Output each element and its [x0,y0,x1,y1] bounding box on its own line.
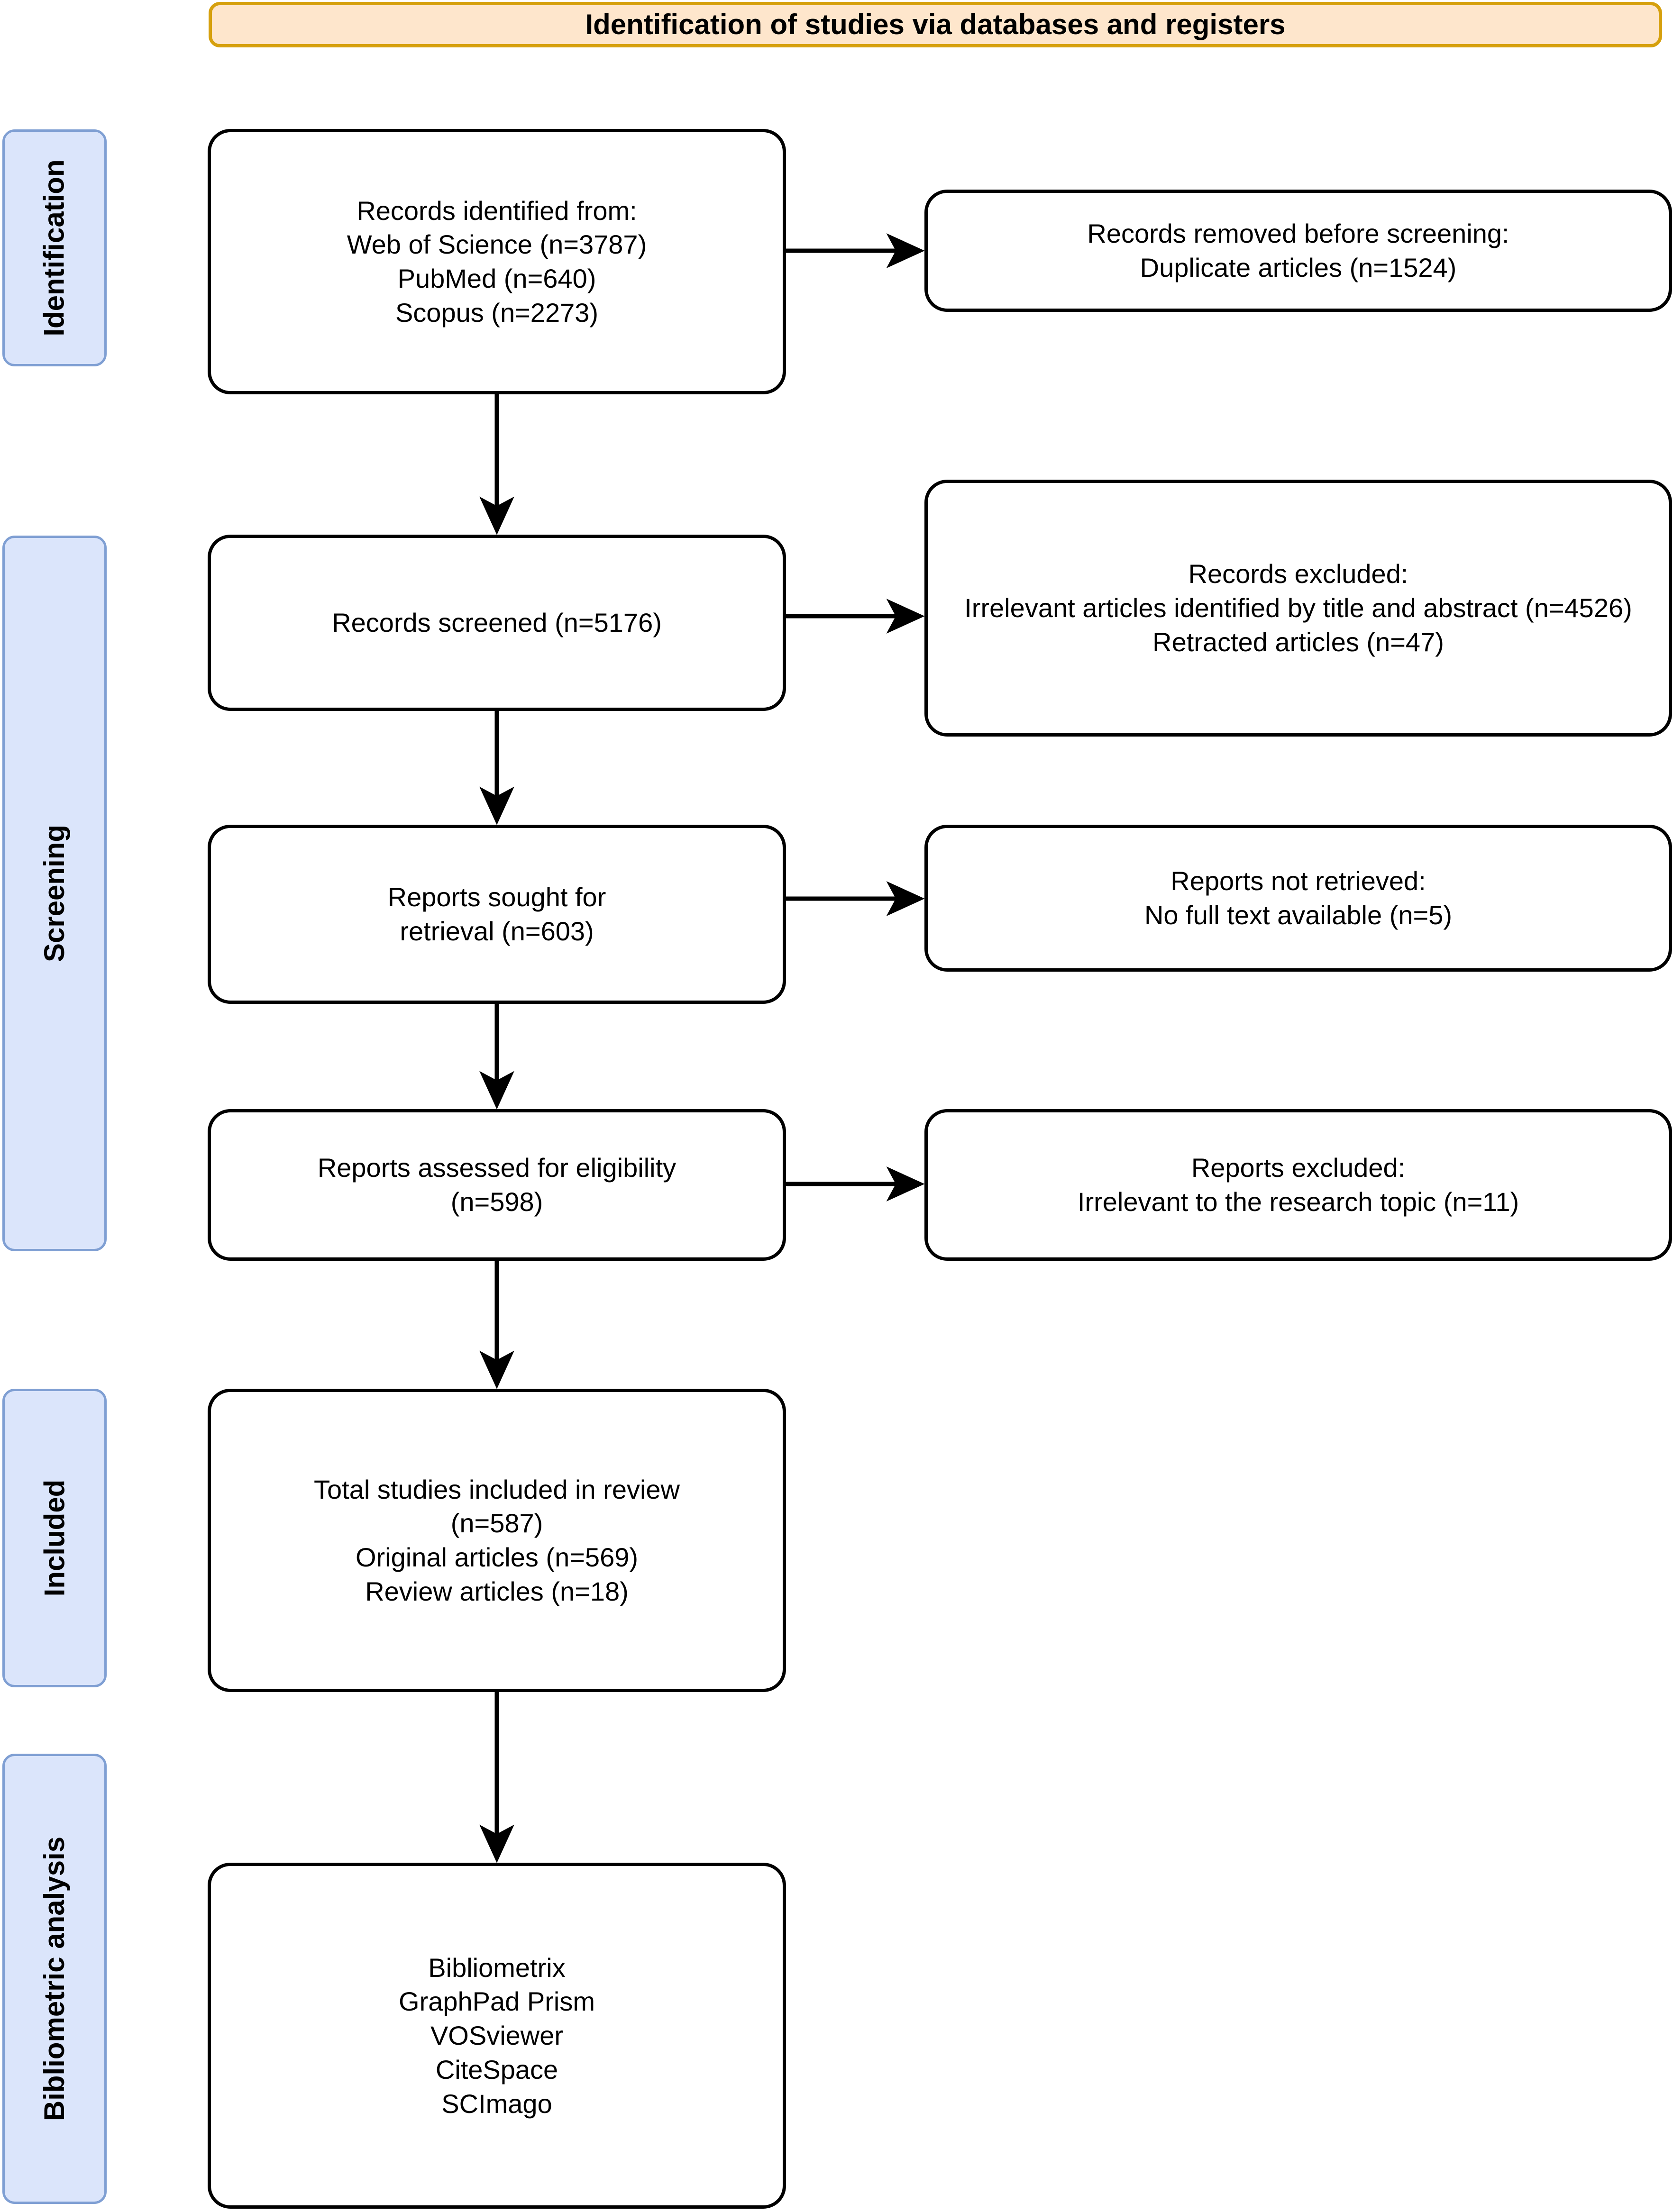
box-records-removed-before-screening: Records removed before screening: Duplic… [924,190,1672,312]
stage-label-text: Included [38,1479,70,1597]
box-reports-sought-for-retrieval: Reports sought for retrieval (n=603) [208,825,786,1004]
stage-label-text: Identification [38,159,70,337]
stage-label-bibliometric-analysis: Bibliometric analysis [2,1754,107,2204]
box-records-excluded: Records excluded: Irrelevant articles id… [924,480,1672,737]
stage-label-screening: Screening [2,536,107,1251]
box-text: Records screened (n=5176) [332,608,662,638]
box-text: Records removed before screening: Duplic… [1087,218,1509,282]
box-records-screened: Records screened (n=5176) [208,535,786,711]
box-text: Reports assessed for eligibility (n=598) [317,1153,677,1217]
diagram-header-banner: Identification of studies via databases … [209,2,1662,47]
box-bibliometric-tools: Bibliometrix GraphPad Prism VOSviewer Ci… [208,1863,786,2209]
box-text: Total studies included in review (n=587)… [314,1474,680,1606]
box-text: Reports not retrieved: No full text avai… [1144,866,1452,930]
box-records-identified: Records identified from: Web of Science … [208,129,786,394]
box-text: Bibliometrix GraphPad Prism VOSviewer Ci… [399,1952,595,2119]
box-text: Reports excluded: Irrelevant to the rese… [1077,1153,1519,1217]
box-total-studies-included: Total studies included in review (n=587)… [208,1389,786,1692]
box-reports-assessed-for-eligibility: Reports assessed for eligibility (n=598) [208,1109,786,1261]
stage-label-text: Screening [38,824,71,963]
stage-label-identification: Identification [2,129,107,366]
box-reports-excluded: Reports excluded: Irrelevant to the rese… [924,1109,1672,1261]
box-text: Records excluded: Irrelevant articles id… [964,559,1632,657]
box-reports-not-retrieved: Reports not retrieved: No full text avai… [924,825,1672,972]
stage-label-text: Bibliometric analysis [38,1836,71,2121]
stage-label-included: Included [2,1389,107,1687]
box-text: Records identified from: Web of Science … [347,195,647,328]
diagram-title: Identification of studies via databases … [585,9,1286,40]
box-text: Reports sought for retrieval (n=603) [387,882,606,946]
